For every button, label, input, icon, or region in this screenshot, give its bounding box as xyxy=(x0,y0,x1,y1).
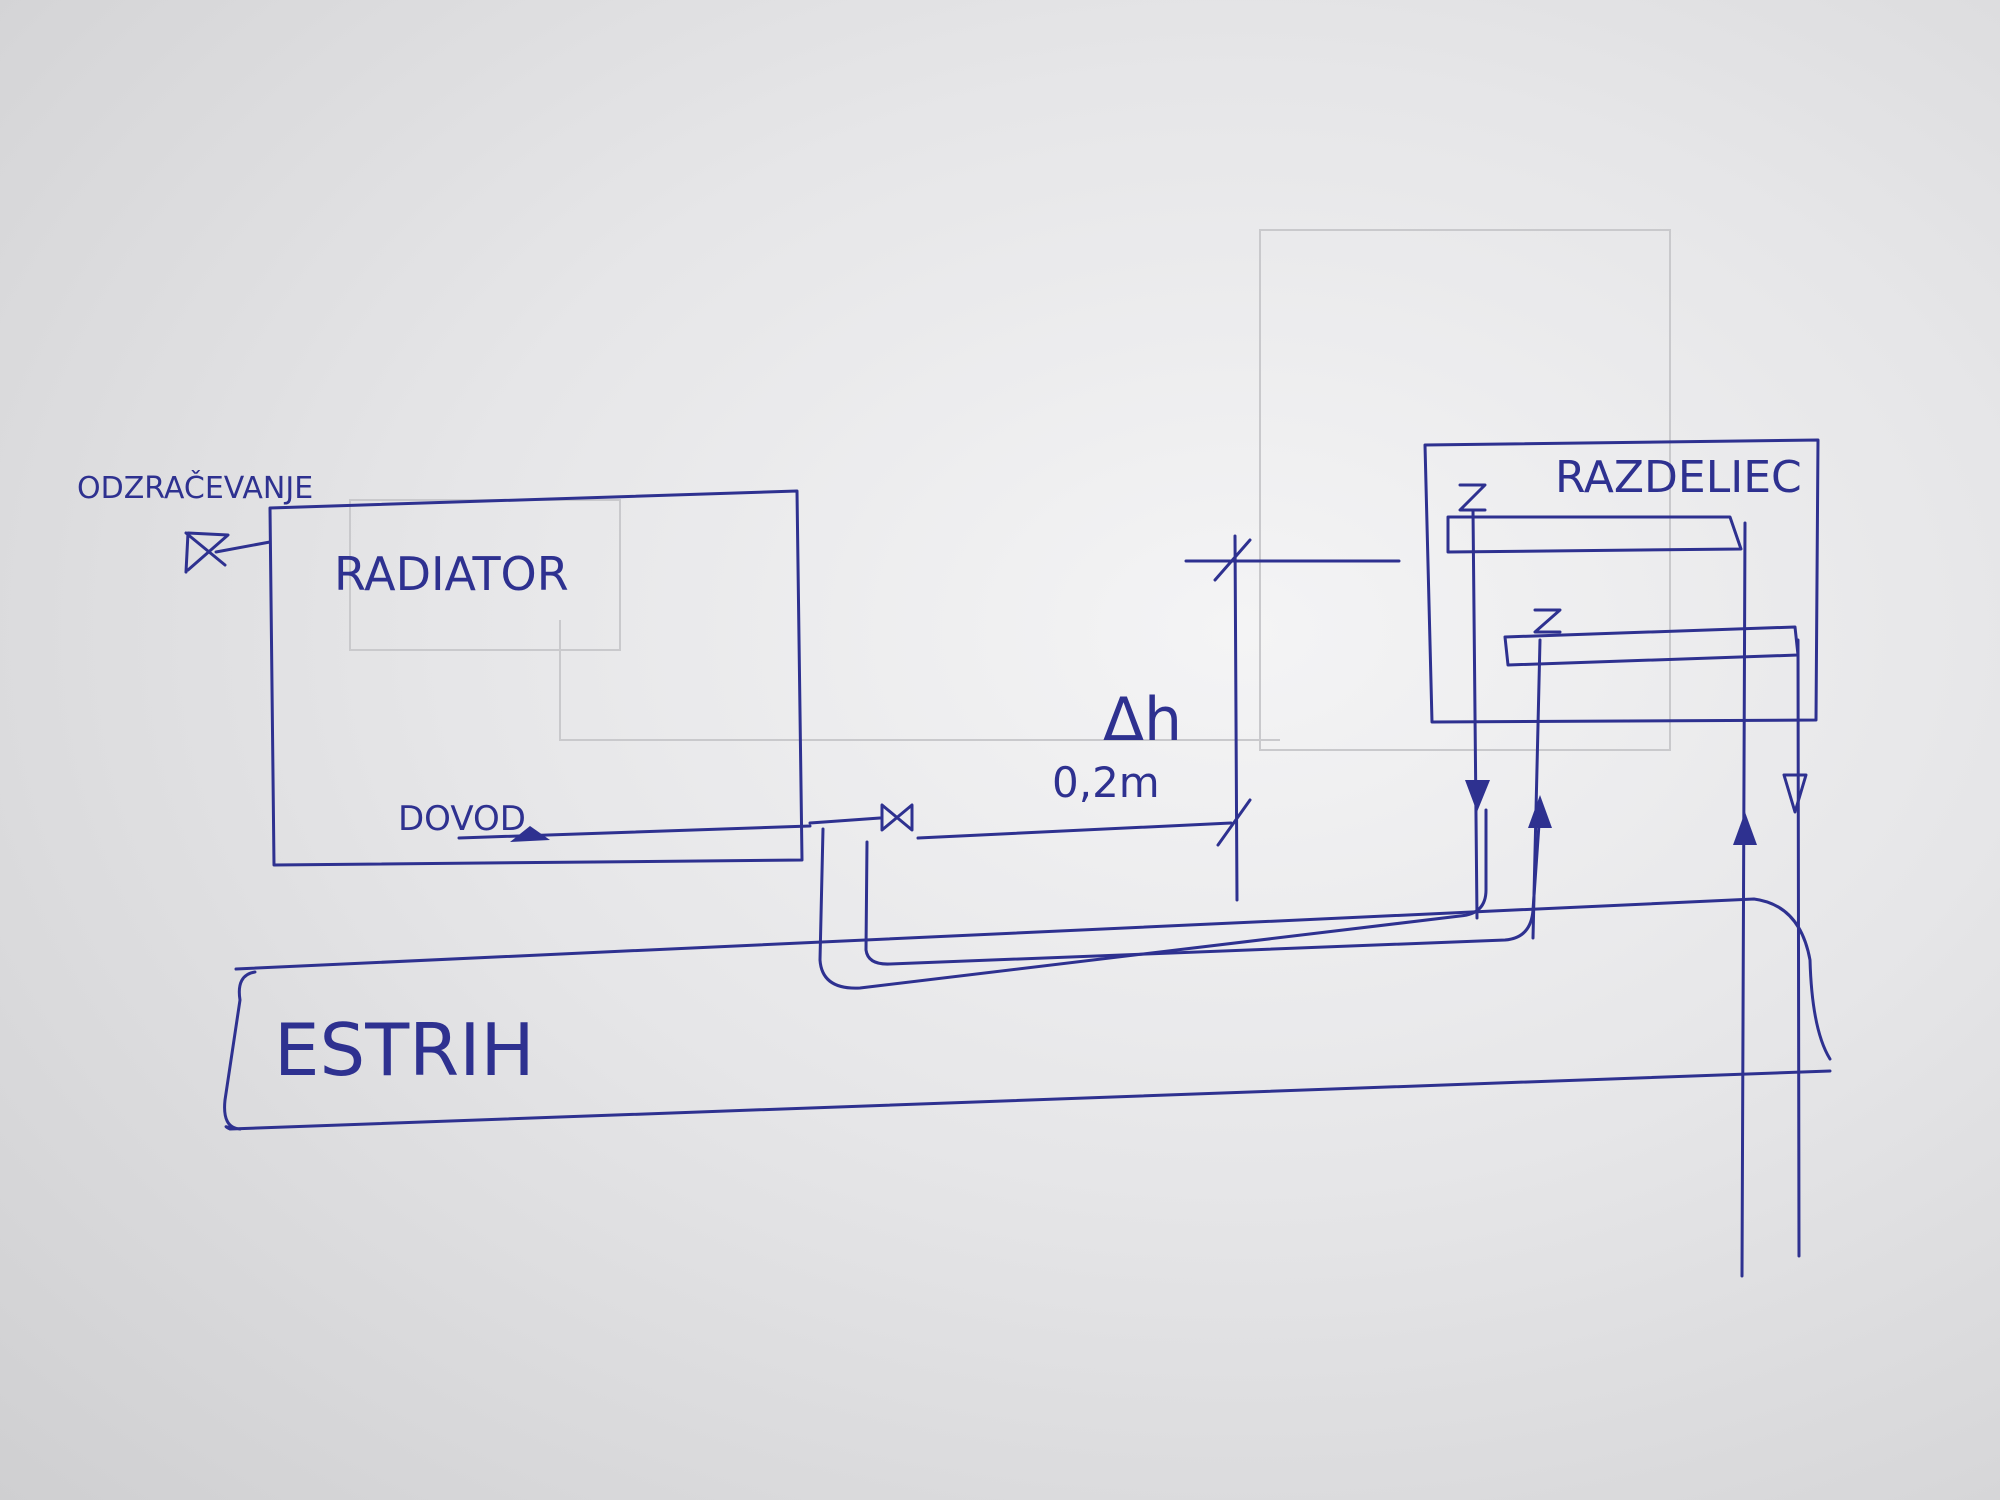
manifold-label: RAZDELIEC xyxy=(1555,452,1802,503)
radiator-valve xyxy=(808,803,1233,840)
height-dimension: Δh 0,2m xyxy=(1052,534,1401,902)
radiator-label: RADIATOR xyxy=(334,547,569,601)
radiator: RADIATOR xyxy=(268,489,804,867)
height-value: 0,2m xyxy=(1052,758,1160,807)
return-arrow-icon xyxy=(1465,780,1490,812)
screed: ESTRIH xyxy=(223,897,1832,1131)
floor-pipes xyxy=(818,808,1542,990)
screed-label: ESTRIH xyxy=(274,1008,535,1092)
flow-arrow-icon xyxy=(510,826,550,842)
riser-down-arrow-icon xyxy=(1782,773,1808,814)
manifold: RAZDELIEC xyxy=(1423,438,1820,1278)
supply-pipe: DOVOD xyxy=(398,799,812,842)
bleed-through-marks xyxy=(349,229,1671,751)
supply-label: DOVOD xyxy=(398,799,526,839)
vent-label: ODZRAČEVANJE xyxy=(77,469,313,506)
riser-up-arrow-icon xyxy=(1733,812,1757,845)
vent-valve: ODZRAČEVANJE xyxy=(77,469,313,574)
height-symbol: Δh xyxy=(1103,685,1182,755)
